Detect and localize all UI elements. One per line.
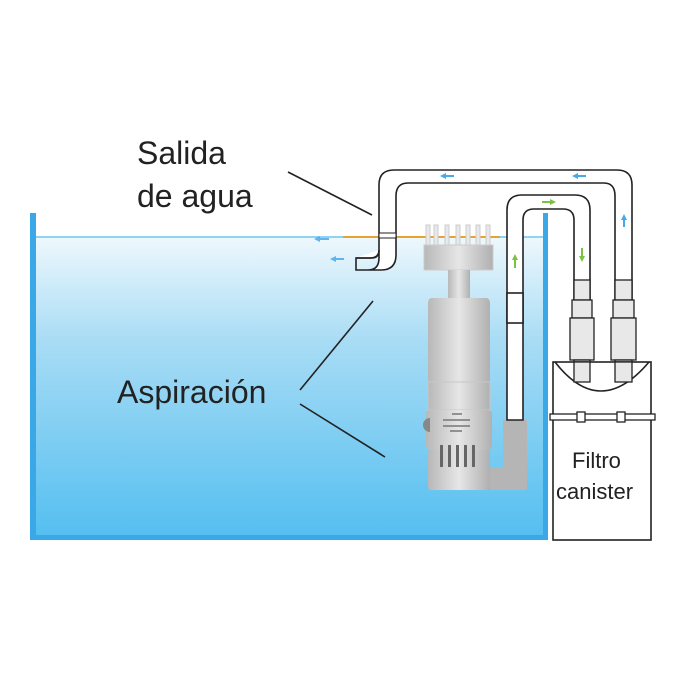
label-intake: Aspiración <box>117 374 267 410</box>
leader-lines <box>287 171 386 458</box>
label-outlet-line2: de agua <box>137 178 253 214</box>
arrow-right-icon <box>542 199 556 205</box>
skimmer-head <box>423 224 494 271</box>
tank-walls <box>30 213 548 540</box>
arrow-left-icon <box>572 173 586 179</box>
arrow-left-icon <box>440 173 454 179</box>
inlet-pipe-clip <box>506 292 524 324</box>
label-filter-line2: canister <box>556 479 634 504</box>
label-outlet-line1: Salida <box>137 135 226 171</box>
label-filter-line1: Filtro <box>572 448 621 473</box>
arrow-up-icon <box>512 254 518 268</box>
arrow-left-icon <box>330 256 344 262</box>
arrow-left-icon <box>314 236 329 242</box>
flow-arrows-out <box>314 173 627 262</box>
arrow-down-icon <box>579 248 585 262</box>
arrow-up-icon <box>621 214 627 227</box>
flow-arrows-in <box>512 199 585 268</box>
skimmer-pump <box>423 224 527 490</box>
outlet-pipe <box>355 169 633 301</box>
canister-filter <box>549 361 656 541</box>
